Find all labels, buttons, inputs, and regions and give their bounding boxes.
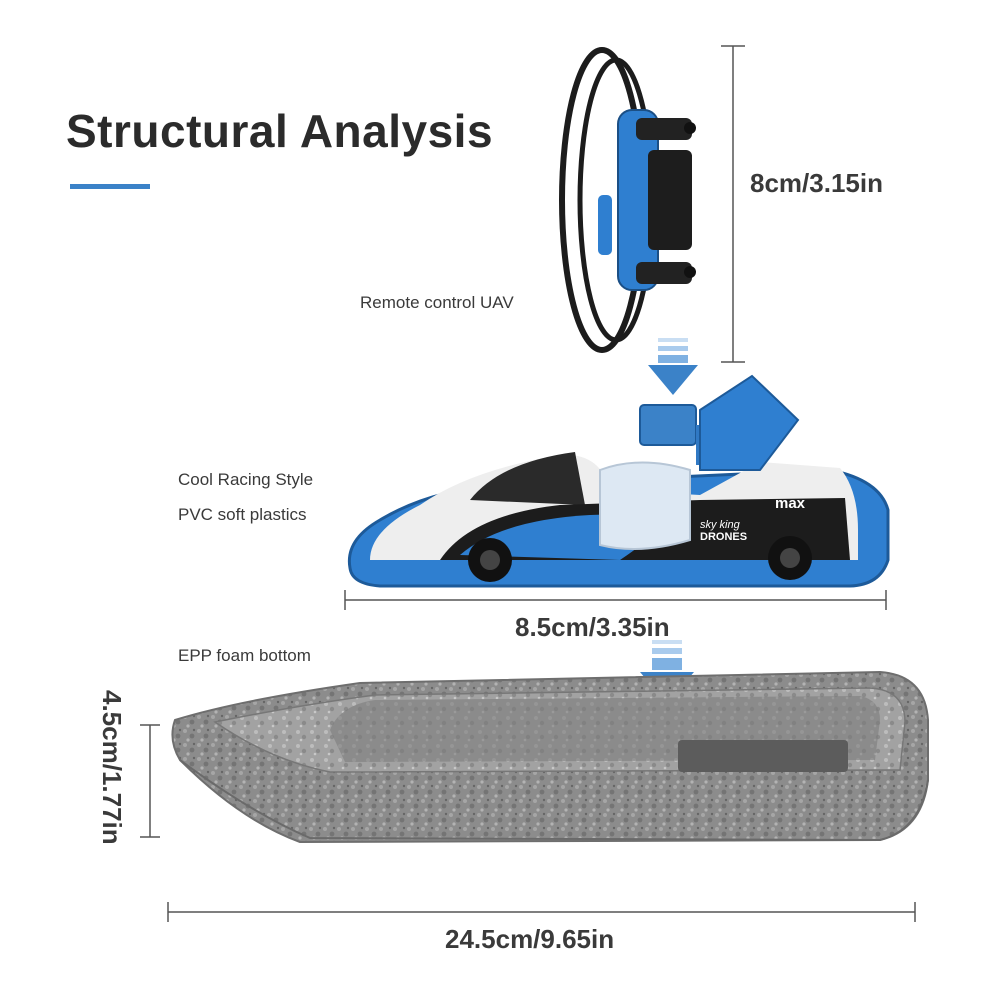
racing-car-shell-icon bbox=[347, 374, 890, 588]
boat-length-label: 24.5cm/9.65in bbox=[445, 924, 615, 954]
style-label-line2: PVC soft plastics bbox=[178, 505, 307, 524]
uav-height-label: 8cm/3.15in bbox=[750, 168, 883, 198]
down-arrow-icon bbox=[648, 338, 698, 395]
car-decal-line2: DRONES bbox=[700, 531, 747, 543]
page-title: Structural Analysis bbox=[66, 105, 494, 157]
car-width-dimension-line bbox=[344, 590, 887, 610]
style-label-line1: Cool Racing Style bbox=[178, 470, 314, 489]
drone-icon bbox=[559, 47, 696, 353]
foam-boat-hull-icon bbox=[171, 670, 929, 844]
car-brand-decal: max bbox=[775, 495, 806, 512]
car-width-label: 8.5cm/3.35in bbox=[515, 612, 670, 642]
title-accent-bar bbox=[70, 184, 150, 189]
boat-length-dimension-line bbox=[167, 902, 916, 922]
foam-label: EPP foam bottom bbox=[178, 646, 311, 665]
uav-label: Remote control UAV bbox=[360, 293, 514, 312]
boat-height-label: 4.5cm/1.77in bbox=[97, 690, 127, 845]
boat-height-dimension-line bbox=[140, 724, 160, 838]
uav-height-dimension-line bbox=[721, 45, 745, 363]
car-decal-line1: sky king bbox=[700, 519, 741, 531]
